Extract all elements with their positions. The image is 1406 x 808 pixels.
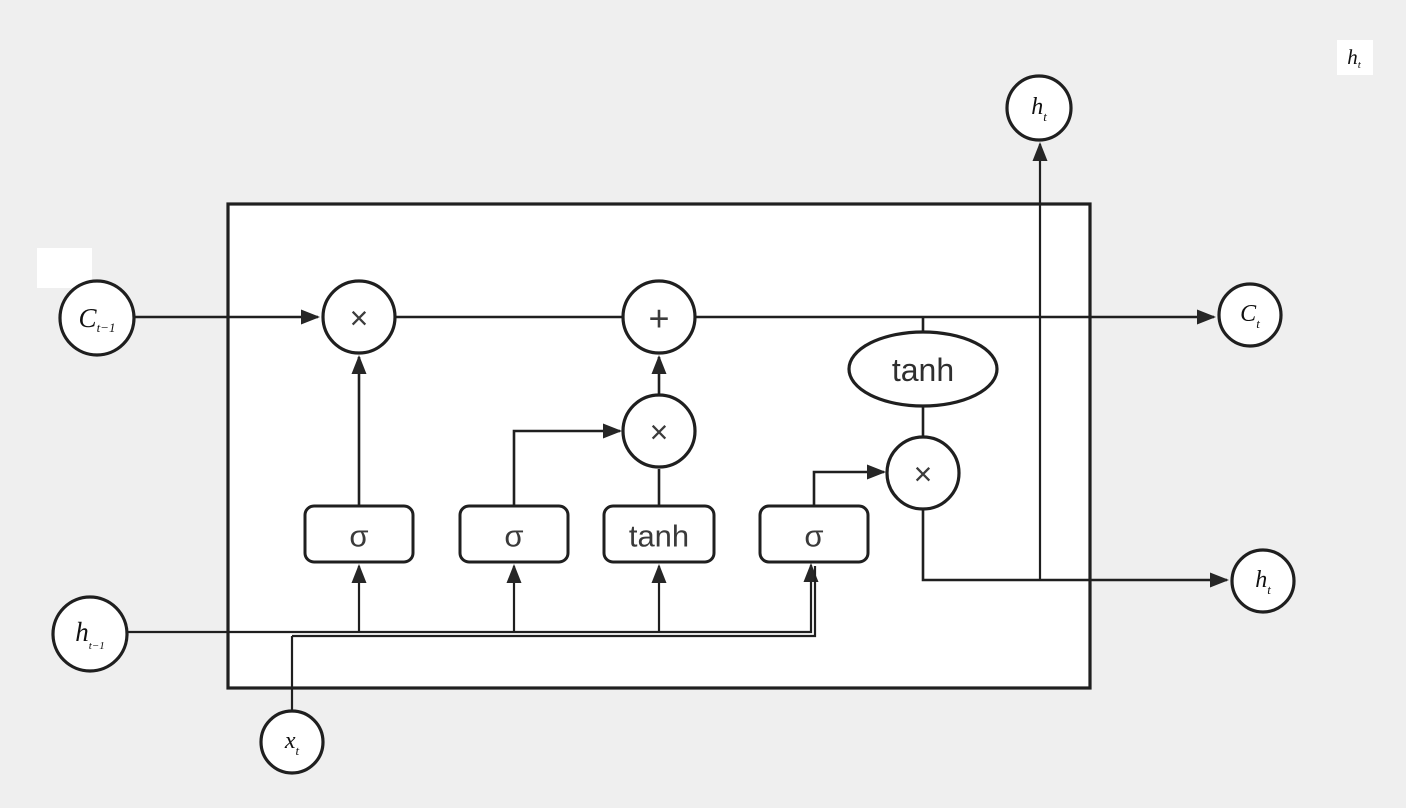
forget-gate-box [303,504,415,564]
h-prev-label: ht−1 [75,617,104,652]
c-next-node [1217,282,1283,348]
x-input-label: xt [284,728,300,758]
input-gate-label: σ [504,519,523,554]
wire-input-gate-to-mul [512,423,622,505]
h-out-top-node [1005,74,1073,142]
input-multiply-glyph: × [650,414,669,450]
h-corner-label-box [1337,40,1373,75]
h-corner-label: ht [1347,45,1362,71]
h-out-top-label: ht [1031,94,1047,124]
white-patch [37,248,92,288]
cell-activation-ellipse [847,330,999,408]
h-prev-node [51,595,129,673]
h-out-right-label: ht [1255,567,1271,597]
cell-activation-glyph: tanh [892,352,954,388]
output-gate-box [758,504,870,564]
x-input-node [259,709,325,775]
candidate-gate-box [602,504,716,564]
cell-add-circle [621,279,697,355]
c-prev-node [58,279,136,357]
c-next-label: Ct [1240,301,1260,331]
forget-multiply-circle [321,279,397,355]
forget-gate-label: σ [349,519,368,554]
input-multiply-circle [621,393,697,469]
output-multiply-circle [885,435,961,511]
output-gate-label: σ [804,519,823,554]
output-multiply-glyph: × [914,456,933,492]
wire-hprev-rail [127,563,819,634]
c-prev-label: Ct−1 [79,303,116,335]
h-out-right-node [1230,548,1296,614]
wire-output-gate-to-mul [812,464,886,505]
wire-xinput-rail [292,566,817,638]
wire-output-mul-to-hout [921,509,1229,588]
candidate-gate-label: tanh [629,519,689,554]
input-gate-box [458,504,570,564]
cell-add-glyph: + [648,298,669,339]
forget-multiply-glyph: × [350,300,369,336]
